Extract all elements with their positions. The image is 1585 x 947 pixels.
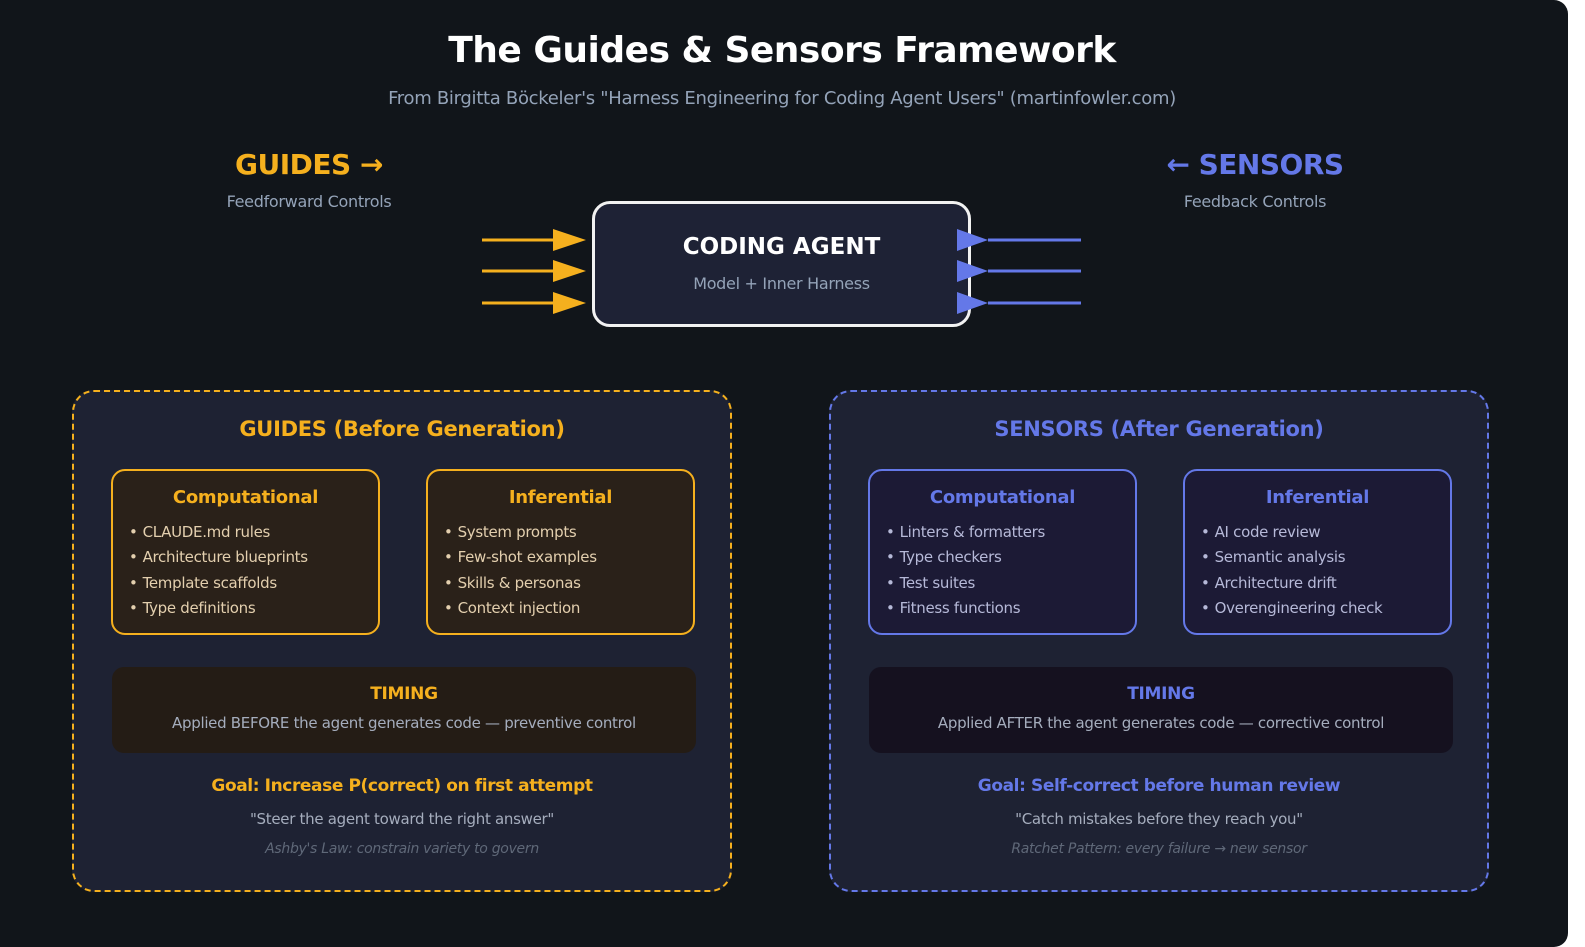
guides-panel: GUIDES (Before Generation) Computational… xyxy=(72,390,732,892)
guides-inferential-card: Inferential •System prompts •Few-shot ex… xyxy=(426,469,695,635)
guide-arrow-3 xyxy=(482,292,586,314)
timing-title: TIMING xyxy=(1127,684,1195,704)
list-item-text: Few-shot examples xyxy=(457,548,597,567)
list-item: •CLAUDE.md rules xyxy=(129,521,308,546)
bullet: • xyxy=(129,598,138,617)
coding-agent-box: CODING AGENT Model + Inner Harness xyxy=(592,201,971,327)
sensor-arrows xyxy=(957,229,1081,314)
bullet: • xyxy=(444,523,453,541)
list-item: •Fitness functions xyxy=(886,597,1045,622)
card-list: •AI code review •Semantic analysis •Arch… xyxy=(1201,521,1383,622)
list-item: •Type definitions xyxy=(129,597,308,622)
sensors-note: Ratchet Pattern: every failure → new sen… xyxy=(1011,841,1307,857)
list-item-text: Overengineering check xyxy=(1214,598,1383,617)
bullet: • xyxy=(129,548,138,567)
bullet: • xyxy=(886,573,895,592)
sensors-quote: "Catch mistakes before they reach you" xyxy=(1015,810,1303,828)
list-item-text: AI code review xyxy=(1214,523,1321,541)
sensors-sublabel: Feedback Controls xyxy=(1183,192,1327,211)
sensors-inferential-card: Inferential •AI code review •Semantic an… xyxy=(1183,469,1452,635)
list-item-text: Skills & personas xyxy=(457,573,581,592)
page-subtitle: From Birgitta Böckeler's "Harness Engine… xyxy=(388,88,1176,109)
guide-arrows xyxy=(482,229,586,314)
guides-computational-card: Computational •CLAUDE.md rules •Architec… xyxy=(111,469,380,635)
list-item: •Few-shot examples xyxy=(444,546,597,571)
guides-sublabel: Feedforward Controls xyxy=(226,192,392,211)
card-list: •Linters & formatters •Type checkers •Te… xyxy=(886,521,1045,622)
timing-text: Applied AFTER the agent generates code —… xyxy=(937,714,1385,732)
card-list: •System prompts •Few-shot examples •Skil… xyxy=(444,521,597,622)
guides-quote: "Steer the agent toward the right answer… xyxy=(249,810,555,828)
bullet: • xyxy=(1201,548,1210,567)
list-item-text: Test suites xyxy=(899,573,976,592)
bullet: • xyxy=(1201,598,1210,617)
list-item-text: Template scaffolds xyxy=(142,573,278,592)
list-item-text: Type definitions xyxy=(142,598,256,617)
sensors-panel-title: SENSORS (After Generation) xyxy=(994,417,1324,441)
agent-subtitle: Model + Inner Harness xyxy=(693,274,870,293)
sensors-computational-card: Computational •Linters & formatters •Typ… xyxy=(868,469,1137,635)
list-item-text: Context injection xyxy=(457,598,581,617)
timing-title: TIMING xyxy=(370,684,438,704)
list-item: •Architecture blueprints xyxy=(129,546,308,571)
guides-timing-box: TIMING Applied BEFORE the agent generate… xyxy=(112,667,696,753)
bullet: • xyxy=(444,548,453,567)
list-item: •Skills & personas xyxy=(444,572,597,597)
list-item-text: Type checkers xyxy=(899,548,1002,567)
list-item: •Type checkers xyxy=(886,546,1045,571)
bullet: • xyxy=(444,573,453,592)
list-item: •Overengineering check xyxy=(1201,597,1383,622)
card-title: Computational xyxy=(929,487,1076,508)
list-item: •Semantic analysis xyxy=(1201,546,1382,571)
list-item: •System prompts xyxy=(444,521,597,546)
sensors-panel: SENSORS (After Generation) Computational… xyxy=(829,390,1489,892)
list-item-text: CLAUDE.md rules xyxy=(142,523,271,541)
list-item: •Linters & formatters xyxy=(886,521,1045,546)
bullet: • xyxy=(886,548,895,567)
bullet: • xyxy=(886,598,895,617)
card-title: Computational xyxy=(172,487,319,508)
bullet: • xyxy=(886,523,895,541)
guides-label: GUIDES → xyxy=(235,148,383,181)
bullet: • xyxy=(444,598,453,617)
list-item-text: Semantic analysis xyxy=(1214,548,1346,567)
list-item-text: Linters & formatters xyxy=(899,523,1046,541)
card-title: Inferential xyxy=(508,487,613,508)
list-item: •Test suites xyxy=(886,572,1045,597)
sensors-timing-box: TIMING Applied AFTER the agent generates… xyxy=(869,667,1453,753)
sensor-arrow-1 xyxy=(957,229,1081,251)
list-item-text: Architecture blueprints xyxy=(142,548,308,567)
list-item: •AI code review xyxy=(1201,521,1382,546)
card-list: •CLAUDE.md rules •Architecture blueprint… xyxy=(129,521,308,622)
sensors-label: ← SENSORS xyxy=(1166,148,1344,181)
guide-arrow-2 xyxy=(482,260,586,282)
sensor-arrow-3 xyxy=(957,292,1081,314)
bullet: • xyxy=(129,523,138,541)
bullet: • xyxy=(1201,573,1210,592)
page-title: The Guides & Sensors Framework xyxy=(448,30,1116,71)
guides-panel-title: GUIDES (Before Generation) xyxy=(239,417,565,441)
sensor-arrow-2 xyxy=(957,260,1081,282)
sensors-goal: Goal: Self-correct before human review xyxy=(977,776,1341,796)
list-item: •Template scaffolds xyxy=(129,572,308,597)
card-title: Inferential xyxy=(1265,487,1370,508)
list-item: •Architecture drift xyxy=(1201,572,1382,597)
bullet: • xyxy=(1201,523,1210,541)
list-item: •Context injection xyxy=(444,597,597,622)
agent-title: CODING AGENT xyxy=(682,234,881,260)
list-item-text: Fitness functions xyxy=(899,598,1021,617)
guide-arrow-1 xyxy=(482,229,586,251)
timing-text: Applied BEFORE the agent generates code … xyxy=(172,714,636,732)
guides-note: Ashby's Law: constrain variety to govern xyxy=(265,841,539,857)
list-item-text: Architecture drift xyxy=(1214,573,1337,592)
bullet: • xyxy=(129,573,138,592)
guides-goal: Goal: Increase P(correct) on first attem… xyxy=(211,776,593,796)
list-item-text: System prompts xyxy=(457,523,577,541)
